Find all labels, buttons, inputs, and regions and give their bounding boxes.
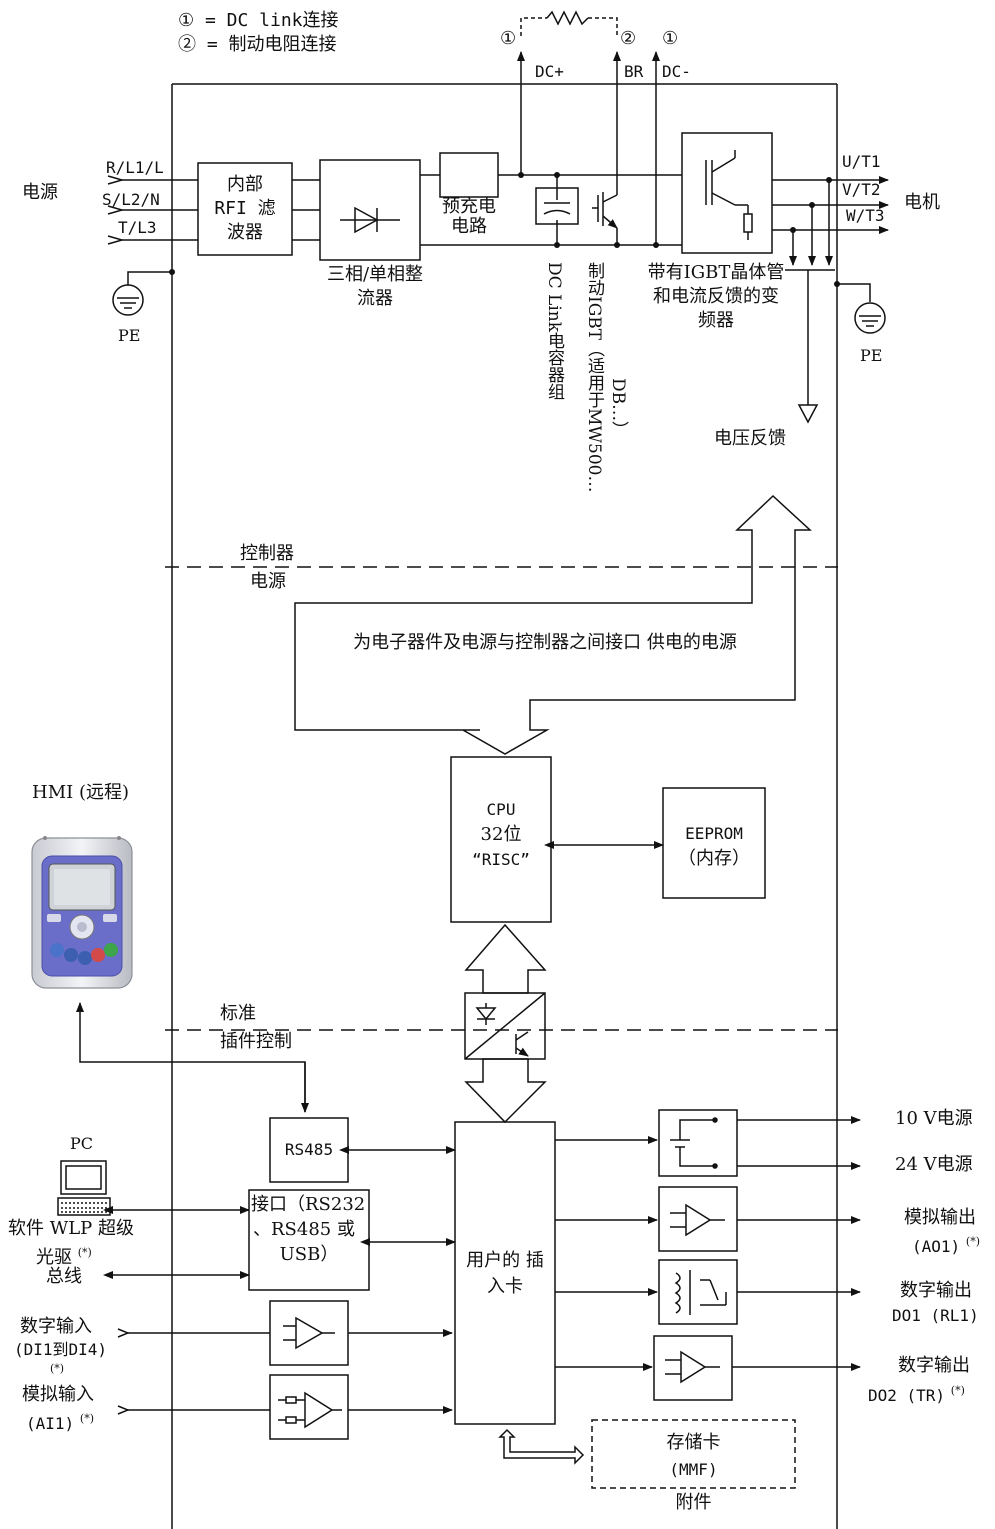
tr-output-line2: DO2 (TR) [868,1386,946,1405]
standard-line1: 标准 [220,1003,256,1024]
pc-monitor [60,1160,107,1195]
user-card-block [454,1121,556,1425]
cpu-line3: “RISC” [472,850,530,869]
user-card-line1: 用户的 插 [466,1250,544,1271]
legend-dc-link: ① = DC link连接 [178,10,339,31]
rfi-line1: 内部 [227,174,263,195]
terminal-marker-1: ① [500,28,517,49]
standard-line2: 插件控制 [220,1031,292,1052]
eeprom-block [662,787,766,899]
inverter-block [681,132,773,254]
motor-v-label: V/T2 [842,180,881,199]
analog-output-line1: 模拟输出 [904,1207,976,1228]
analog-output-block [658,1186,738,1252]
brake-igbt-line1: 制动IGBT（适用于MW500… [584,262,604,493]
power-supply-text: 为电子器件及电源与控制器之间接口 供电的电源 [353,632,737,653]
optional-mark-tr: (*) [950,1384,965,1397]
rectifier-block [319,159,421,261]
memory-card-block [591,1419,796,1489]
optional-mark-analog-in: (*) [79,1412,94,1425]
memory-line2: (MMF) [669,1460,718,1479]
precharge-line1: 预充电 [442,196,496,217]
user-card-line2: 入卡 [487,1276,523,1297]
phase-s-label: S/L2/N [102,190,160,209]
motor-label: 电机 [904,192,940,213]
terminal-br: BR [624,62,644,81]
pc-software-label: 软件 WLP 超级 [8,1218,135,1239]
rectifier-line2: 流器 [357,288,393,309]
eeprom-line2: （内存） [678,848,750,869]
inverter-line3: 频器 [698,310,734,331]
rectifier-line1: 三相/单相整 [326,264,424,285]
output-10v-label: 10 V电源 [895,1108,973,1129]
pc-drive-label: 光驱 [36,1247,72,1268]
output-24v-label: 24 V电源 [895,1154,973,1175]
hmi-device-image [31,836,133,989]
interface-line1: 接口（RS232 [251,1194,366,1215]
hmi-label: HMI (远程) [32,782,130,803]
cpu-line1: CPU [486,800,516,819]
optional-mark-drive: (*) [77,1246,92,1259]
pe-right-label: PE [860,346,883,365]
pc-label: PC [70,1134,94,1153]
pc-keyboard [57,1197,111,1216]
interface-line3: USB） [279,1244,339,1265]
cpu-block [450,756,552,923]
relay-output-line2: DO1 (RL1) [892,1306,979,1325]
memory-line3: 附件 [675,1492,712,1513]
precharge-block [439,152,499,198]
rs485-label: RS485 [284,1140,334,1159]
pc-bus-label: 总线 [46,1266,82,1287]
phase-t-label: T/L3 [118,218,157,237]
power-input-label: 电源 [22,182,58,203]
cpu-line2: 32位 [480,824,522,845]
rfi-filter-block [197,162,293,256]
analog-output-line2: (AO1) [912,1237,961,1256]
controller-power-line1: 控制器 [240,543,294,564]
pc-drive-label-line: 光驱 (*) [36,1242,92,1269]
rfi-line2: RFI 滤 [214,198,276,219]
rfi-line3: 波器 [227,222,263,243]
analog-input-block [269,1374,349,1440]
relay-output-line1: 数字输出 [900,1280,972,1301]
digital-input-line2: (DI1到DI4) [14,1340,108,1359]
memory-line1: 存储卡 [666,1432,721,1453]
motor-u-label: U/T1 [842,152,881,171]
inverter-line2: 和电流反馈的变 [653,286,779,307]
terminal-dc-plus: DC+ [535,62,564,81]
controller-power-line2: 电源 [250,571,286,592]
power-supply-loop [294,494,812,755]
inverter-line1: 带有IGBT晶体管 [647,262,785,283]
digital-input-line1: 数字输入 [20,1316,92,1337]
junction-dots [169,172,840,287]
analog-input-line2: (AI1) [26,1414,75,1433]
voltage-feedback-label: 电压反馈 [714,428,786,449]
transistor-output-block [653,1335,733,1401]
legend-brake: ② = 制动电阻连接 [178,34,337,55]
analog-input-line1: 模拟输入 [22,1384,94,1405]
tr-output-line1: 数字输出 [898,1355,970,1376]
terminal-marker-3: ① [662,28,679,49]
pe-left-label: PE [118,326,141,345]
dc-capacitor-label: DC Link电容器组 [544,262,564,401]
precharge-line2: 电路 [451,216,487,237]
interface-line2: 、RS485 或 [253,1219,355,1240]
brake-igbt-line2: DB…） [608,378,628,439]
optional-mark-digital: (*) [50,1362,65,1375]
digital-input-block [269,1300,349,1366]
phase-r-label: R/L1/L [106,158,164,177]
terminal-dc-minus: DC- [662,62,691,81]
power-output-block [658,1109,738,1177]
optional-mark-analog-out: (*) [965,1235,980,1248]
motor-w-label: W/T3 [846,206,885,225]
eeprom-line1: EEPROM [685,824,743,843]
terminal-marker-2: ② [620,28,637,49]
